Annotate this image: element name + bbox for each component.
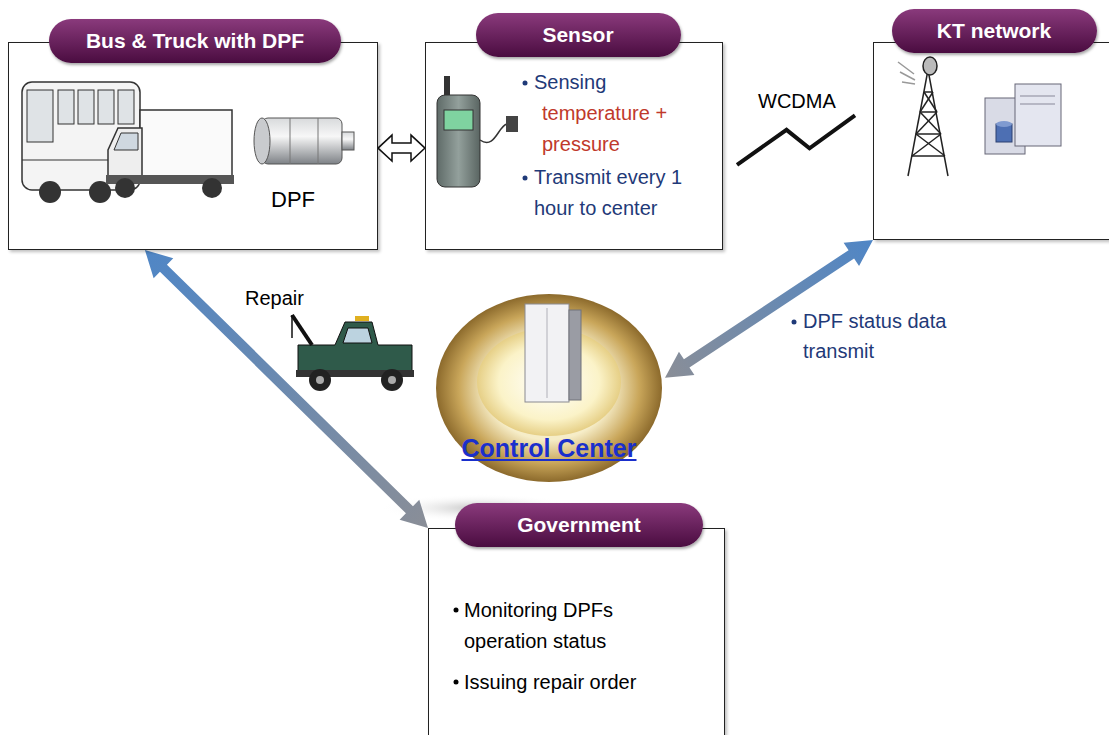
bullet-text: Transmit every 1 hour to center — [534, 162, 694, 224]
bus-icon — [98, 90, 114, 124]
sensor-device-icon — [444, 110, 473, 130]
tow-truck-icon — [292, 315, 414, 391]
heading-tab: KT network — [892, 9, 1097, 53]
panel-box: GovernmentMonitoring DPFs operation stat… — [428, 528, 725, 735]
panel-box: KT network — [873, 42, 1109, 240]
bullet-dot — [523, 176, 528, 181]
flow-arrow — [378, 135, 425, 161]
radio-tower-icon — [916, 112, 937, 134]
bullet-dot — [454, 608, 459, 613]
dpf-filter-icon — [262, 118, 342, 164]
radio-tower-icon — [916, 134, 945, 156]
sensor-device-icon — [506, 116, 518, 132]
tow-truck-icon — [316, 376, 324, 384]
edge-label: Repair — [245, 283, 304, 313]
dpf-filter-icon — [290, 118, 291, 164]
bullet-text: Monitoring DPFs operation status — [464, 595, 669, 657]
radio-tower-icon — [898, 62, 915, 84]
bullet-dot — [454, 680, 459, 685]
server-icon — [985, 84, 1061, 154]
tow-truck-icon — [343, 328, 372, 343]
dpf-filter-icon — [342, 132, 354, 150]
bus-icon — [22, 82, 140, 203]
bullet-dot — [792, 320, 797, 325]
panel-box: Bus & Truck with DPFDPF — [8, 42, 378, 250]
server-icon — [569, 310, 581, 400]
heading-tab: Bus & Truck with DPF — [49, 19, 341, 63]
radio-tower-icon — [924, 91, 933, 93]
radio-tower-icon — [920, 92, 933, 112]
tow-truck-icon — [291, 315, 293, 338]
tow-truck-icon — [355, 316, 369, 321]
tow-truck-icon — [292, 315, 312, 345]
radio-tower-icon — [920, 111, 937, 113]
server-icon — [1020, 96, 1055, 97]
tow-truck-icon — [381, 369, 403, 391]
bus-icon — [58, 90, 74, 124]
tow-truck-icon — [298, 322, 412, 372]
ring-node: Control Center — [433, 290, 665, 485]
server-icon — [1015, 84, 1061, 146]
measured-quantity: temperature + pressure — [542, 98, 702, 160]
tow-truck-icon — [309, 369, 331, 391]
dpf-filter-icon — [318, 118, 319, 164]
heading-tab: Government — [455, 503, 703, 547]
radio-tower-icon — [912, 155, 945, 157]
truck-icon — [106, 110, 234, 198]
wireless-link — [737, 115, 855, 165]
truck-icon — [202, 178, 222, 198]
heading-tab: Sensor — [476, 13, 681, 57]
server-icon — [547, 308, 548, 398]
bus-icon — [89, 181, 111, 203]
radio-tower-icon — [916, 133, 941, 135]
edge-label: DPF status data transmit — [803, 306, 978, 366]
radio-tower-icon — [923, 57, 937, 75]
part-label: DPF — [271, 183, 315, 217]
bus-icon — [27, 90, 53, 142]
flow-arrow — [145, 250, 428, 528]
sensor-device-icon — [480, 124, 507, 142]
dpf-filter-icon — [254, 118, 270, 164]
ring-outline — [436, 294, 662, 482]
sensor-device-icon — [437, 76, 518, 187]
bullet-text: Sensing — [534, 67, 606, 98]
bullet-text: Issuing repair order — [464, 667, 704, 698]
truck-icon — [115, 178, 135, 198]
radio-tower-icon — [920, 112, 941, 134]
truck-icon — [108, 128, 142, 180]
radio-tower-icon — [912, 134, 941, 156]
dpf-filter-icon — [254, 118, 354, 164]
tow-truck-icon — [388, 376, 396, 384]
radio-tower-icon — [908, 70, 928, 176]
radio-tower-icon — [898, 57, 948, 176]
bus-icon — [118, 90, 134, 124]
panel-box: SensorSensingtemperature + pressureTrans… — [425, 42, 723, 250]
truck-icon — [114, 133, 138, 150]
edge-label: WCDMA — [758, 86, 836, 116]
center-title: Control Center — [462, 433, 637, 463]
truck-icon — [140, 110, 232, 176]
server-icon — [1020, 104, 1055, 105]
bus-icon — [39, 181, 61, 203]
bus-icon — [78, 90, 94, 124]
sensor-device-icon — [437, 95, 480, 187]
server-icon — [525, 304, 569, 402]
bullet-dot — [523, 81, 528, 86]
server-icon — [996, 121, 1012, 127]
